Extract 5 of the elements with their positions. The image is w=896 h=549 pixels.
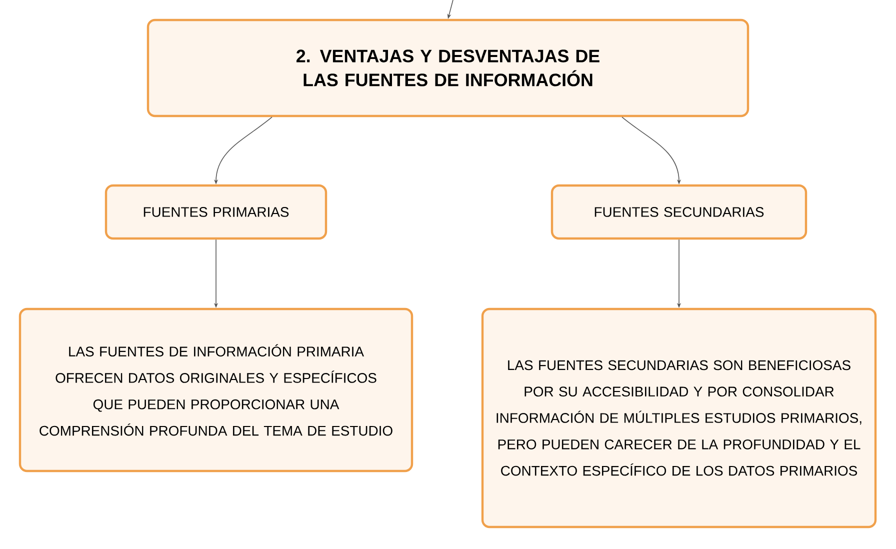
title-box: 2. VENTAJAS Y DESVENTAJAS DE LAS FUENTES DE INFORMACIÓN <box>146 18 750 118</box>
topic-box: FUENTES PRIMARIAS <box>104 184 328 240</box>
description-box: LAS FUENTES SECUNDARIAS SON BENEFICIOSAS POR SU ACCESIBILIDAD Y POR CONSOLIDAR INFORMACIÓN DE MÚLTIPLES ESTUDIOS PRIMARIOS, PERO PUEDEN CARECER DE LA PROFUNDIDAD Y EL CONTEXTO ESPECÍFICO DE LOS DATOS PRIMARIOS <box>481 308 877 528</box>
description-box: LAS FUENTES DE INFORMACIÓN PRIMARIA OFRECEN DATOS ORIGINALES Y ESPECÍFICOS QUE PUEDEN PROPORCIONAR UNA COMPRENSIÓN PROFUNDA DEL TEMA DE ESTUDIO <box>18 308 414 472</box>
topic-box: FUENTES SECUNDARIAS <box>550 184 808 240</box>
